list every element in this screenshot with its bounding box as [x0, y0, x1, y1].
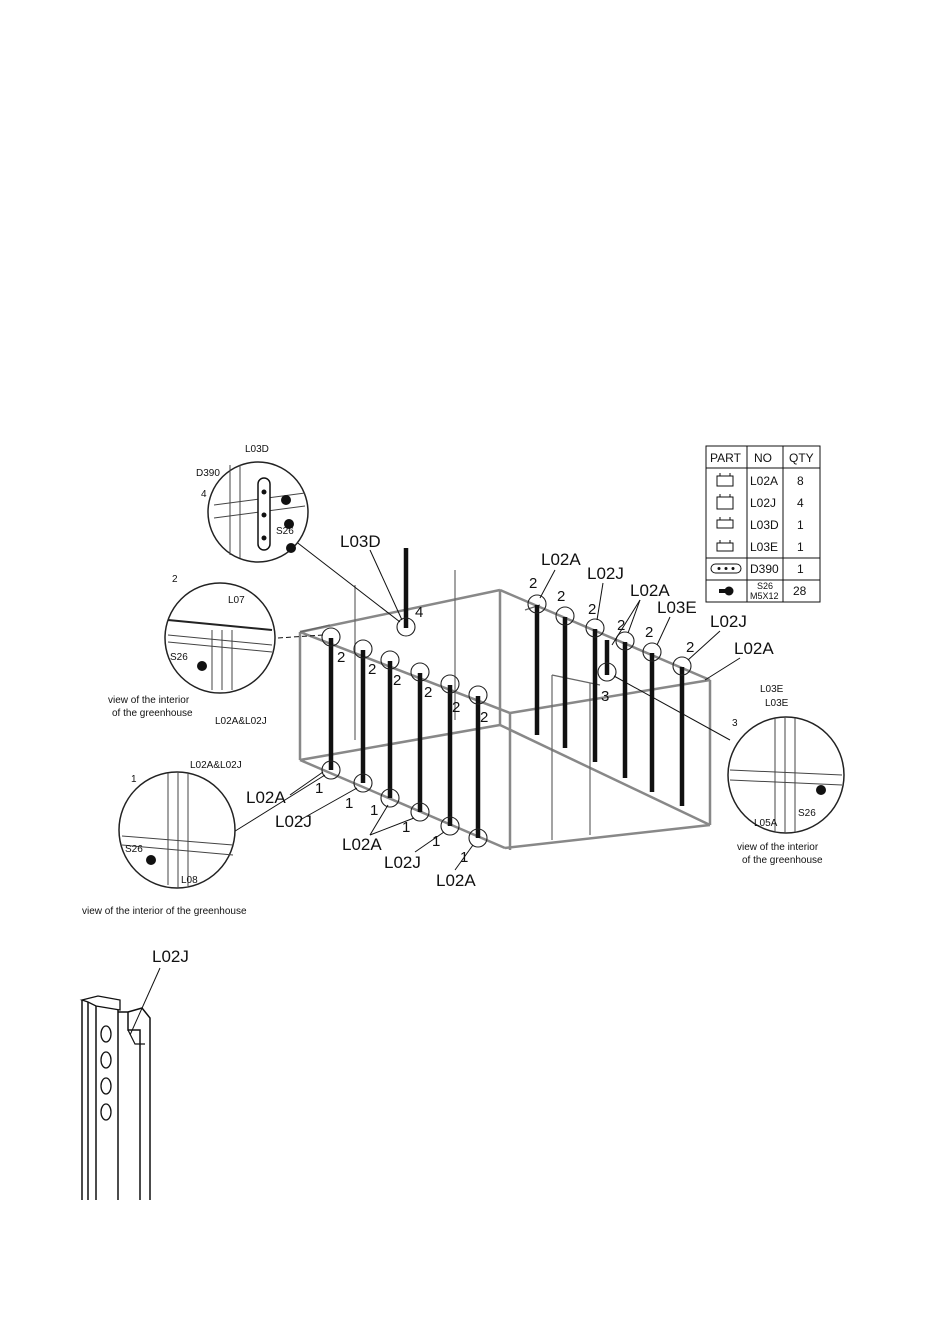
svg-text:4: 4: [201, 489, 207, 500]
svg-text:2: 2: [172, 574, 178, 585]
svg-text:2: 2: [588, 601, 596, 618]
svg-text:4: 4: [415, 604, 423, 621]
svg-text:L07: L07: [228, 595, 245, 606]
svg-text:L02A: L02A: [734, 639, 774, 658]
svg-text:3: 3: [732, 718, 738, 729]
svg-text:1: 1: [402, 819, 410, 836]
plate-icon: [710, 563, 742, 574]
step-numbers: 2 2 2 2 2 2 1 1 1 1 1 1 4 2 2 2 2 2 2 3: [315, 575, 694, 866]
svg-text:L02J: L02J: [152, 947, 189, 966]
svg-text:D390: D390: [196, 468, 220, 479]
svg-text:1: 1: [370, 802, 378, 819]
svg-text:view of the interior: view of the interior: [108, 695, 190, 706]
svg-text:L03D: L03D: [245, 444, 269, 455]
svg-text:2: 2: [452, 699, 460, 716]
svg-text:M5X12: M5X12: [750, 591, 779, 601]
svg-text:1: 1: [797, 518, 804, 532]
svg-text:D390: D390: [750, 562, 779, 576]
svg-text:L03E: L03E: [765, 698, 789, 709]
svg-text:L08: L08: [181, 875, 198, 886]
parts-table: PART NO QTY L02A 8 L02J 4 L03D 1 L03E 1 …: [705, 445, 821, 603]
svg-text:S26: S26: [125, 844, 143, 855]
svg-text:1: 1: [131, 774, 137, 785]
svg-text:PART: PART: [710, 451, 742, 465]
svg-text:1: 1: [345, 795, 353, 812]
svg-text:S26: S26: [276, 526, 294, 537]
svg-text:S26: S26: [757, 581, 773, 591]
detail-circle-2: 2 L07 S26 view of the interior of the gr…: [108, 574, 276, 727]
svg-text:of the greenhouse: of the greenhouse: [112, 708, 193, 719]
svg-text:1: 1: [315, 780, 323, 797]
svg-text:2: 2: [337, 649, 345, 666]
svg-text:L03E: L03E: [657, 598, 697, 617]
svg-text:28: 28: [793, 584, 807, 598]
svg-text:2: 2: [393, 672, 401, 689]
svg-text:3: 3: [601, 688, 609, 705]
svg-text:L02J: L02J: [587, 564, 624, 583]
svg-text:L03D: L03D: [340, 532, 381, 551]
svg-text:4: 4: [797, 496, 804, 510]
svg-text:1: 1: [432, 833, 440, 850]
svg-text:2: 2: [557, 588, 565, 605]
svg-text:L03E: L03E: [760, 684, 784, 695]
svg-text:2: 2: [617, 617, 625, 634]
svg-text:L02A: L02A: [246, 788, 286, 807]
greenhouse-frame: [298, 570, 712, 850]
part-callouts: L03D L02A L02J L02A L03E L02J L02A L02A …: [246, 532, 774, 890]
profile-detail-l02j: L02J: [79, 947, 189, 1200]
channel-profile-icon: [716, 473, 734, 552]
svg-text:L02J: L02J: [384, 853, 421, 872]
svg-text:L02J: L02J: [710, 612, 747, 631]
svg-text:S26: S26: [170, 652, 188, 663]
svg-text:L02A&L02J: L02A&L02J: [190, 760, 242, 771]
svg-text:view of the interior: view of the interior: [737, 842, 819, 853]
detail-circle-4: L03D D390 4 S26: [196, 444, 309, 563]
detail-circle-3: 3 L03E L03E L05A S26 view of the interio…: [727, 684, 845, 866]
svg-text:2: 2: [529, 575, 537, 592]
svg-text:view of the interior of the gr: view of the interior of the greenhouse: [82, 906, 247, 917]
svg-text:L03D: L03D: [750, 518, 779, 532]
detail-circle-1: 1 L02A&L02J S26 L08 view of the interior…: [82, 760, 247, 917]
svg-text:L05A: L05A: [754, 818, 778, 829]
svg-text:L02J: L02J: [275, 812, 312, 831]
svg-text:L02A: L02A: [541, 550, 581, 569]
screw-icon: [719, 586, 734, 596]
svg-text:S26: S26: [798, 808, 816, 819]
svg-text:1: 1: [797, 562, 804, 576]
svg-text:1: 1: [797, 540, 804, 554]
svg-text:L02A: L02A: [750, 474, 778, 488]
svg-text:2: 2: [686, 639, 694, 656]
svg-text:L02A: L02A: [342, 835, 382, 854]
svg-text:8: 8: [797, 474, 804, 488]
svg-text:L02A: L02A: [630, 581, 670, 600]
joint-markers: [321, 594, 692, 848]
svg-text:2: 2: [480, 709, 488, 726]
svg-text:L02J: L02J: [750, 496, 776, 510]
svg-text:L03E: L03E: [750, 540, 778, 554]
svg-text:2: 2: [645, 624, 653, 641]
svg-text:2: 2: [368, 661, 376, 678]
svg-text:L02A&L02J: L02A&L02J: [215, 716, 267, 727]
wall-posts: [328, 548, 685, 838]
svg-text:QTY: QTY: [789, 451, 814, 465]
svg-text:NO: NO: [754, 451, 772, 465]
svg-text:L02A: L02A: [436, 871, 476, 890]
svg-text:2: 2: [424, 684, 432, 701]
svg-text:of the greenhouse: of the greenhouse: [742, 855, 823, 866]
